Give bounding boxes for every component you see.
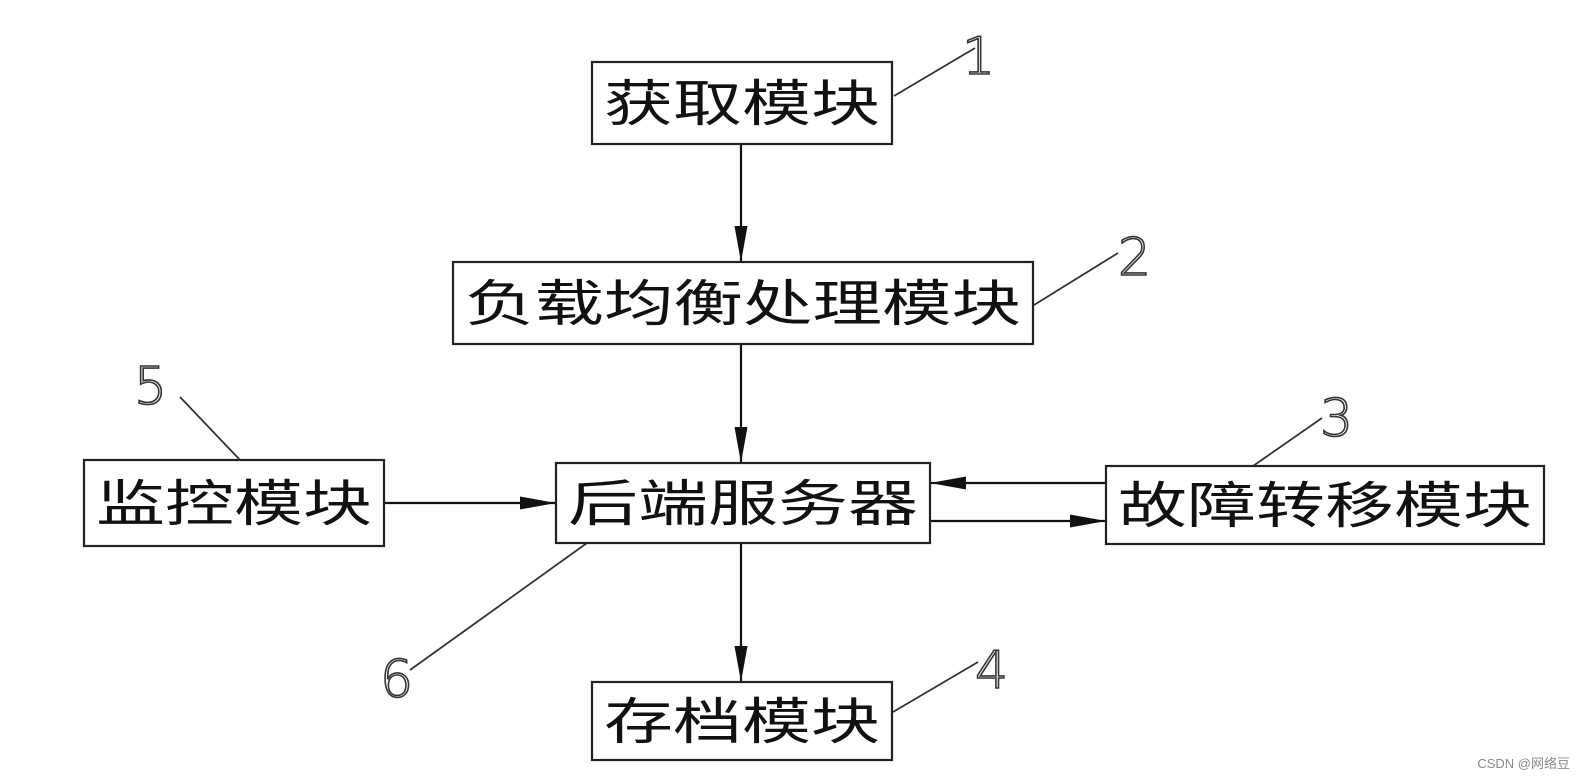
leader-line-6 [409,542,588,671]
node-label: 负载均衡处理模块 [465,275,1021,333]
reference-number-3: 3 [1320,389,1353,449]
node-label: 存档模块 [604,693,880,751]
leader-line-2 [1033,252,1119,306]
watermark: CSDN @网络豆 [1477,756,1570,771]
node-label: 监控模块 [96,475,372,533]
reference-number-2: 2 [1118,228,1151,288]
node-box [451,260,1035,346]
leader-line-4 [892,661,979,713]
reference-number-4: 4 [975,641,1008,701]
node-label: 故障转移模块 [1118,477,1532,535]
node-monitor: 监控模块 [82,458,386,548]
node-backend: 后端服务器 [554,461,932,545]
reference-number-6: 6 [380,650,413,710]
node-loadbalance: 负载均衡处理模块 [451,260,1035,346]
node-label: 后端服务器 [568,475,918,533]
node-acquire: 获取模块 [590,60,894,146]
node-archive: 存档模块 [590,680,894,762]
node-box [554,461,932,545]
node-box [590,60,894,146]
node-failover: 故障转移模块 [1104,464,1546,546]
reference-number-1: 1 [962,27,995,87]
leader-line-5 [179,396,241,461]
reference-number-5: 5 [134,357,167,417]
leader-line-1 [893,47,976,97]
node-box [1104,464,1546,546]
node-label: 获取模块 [604,75,880,133]
node-box [82,458,386,548]
node-box [590,680,894,762]
leader-line-3 [1252,417,1323,467]
